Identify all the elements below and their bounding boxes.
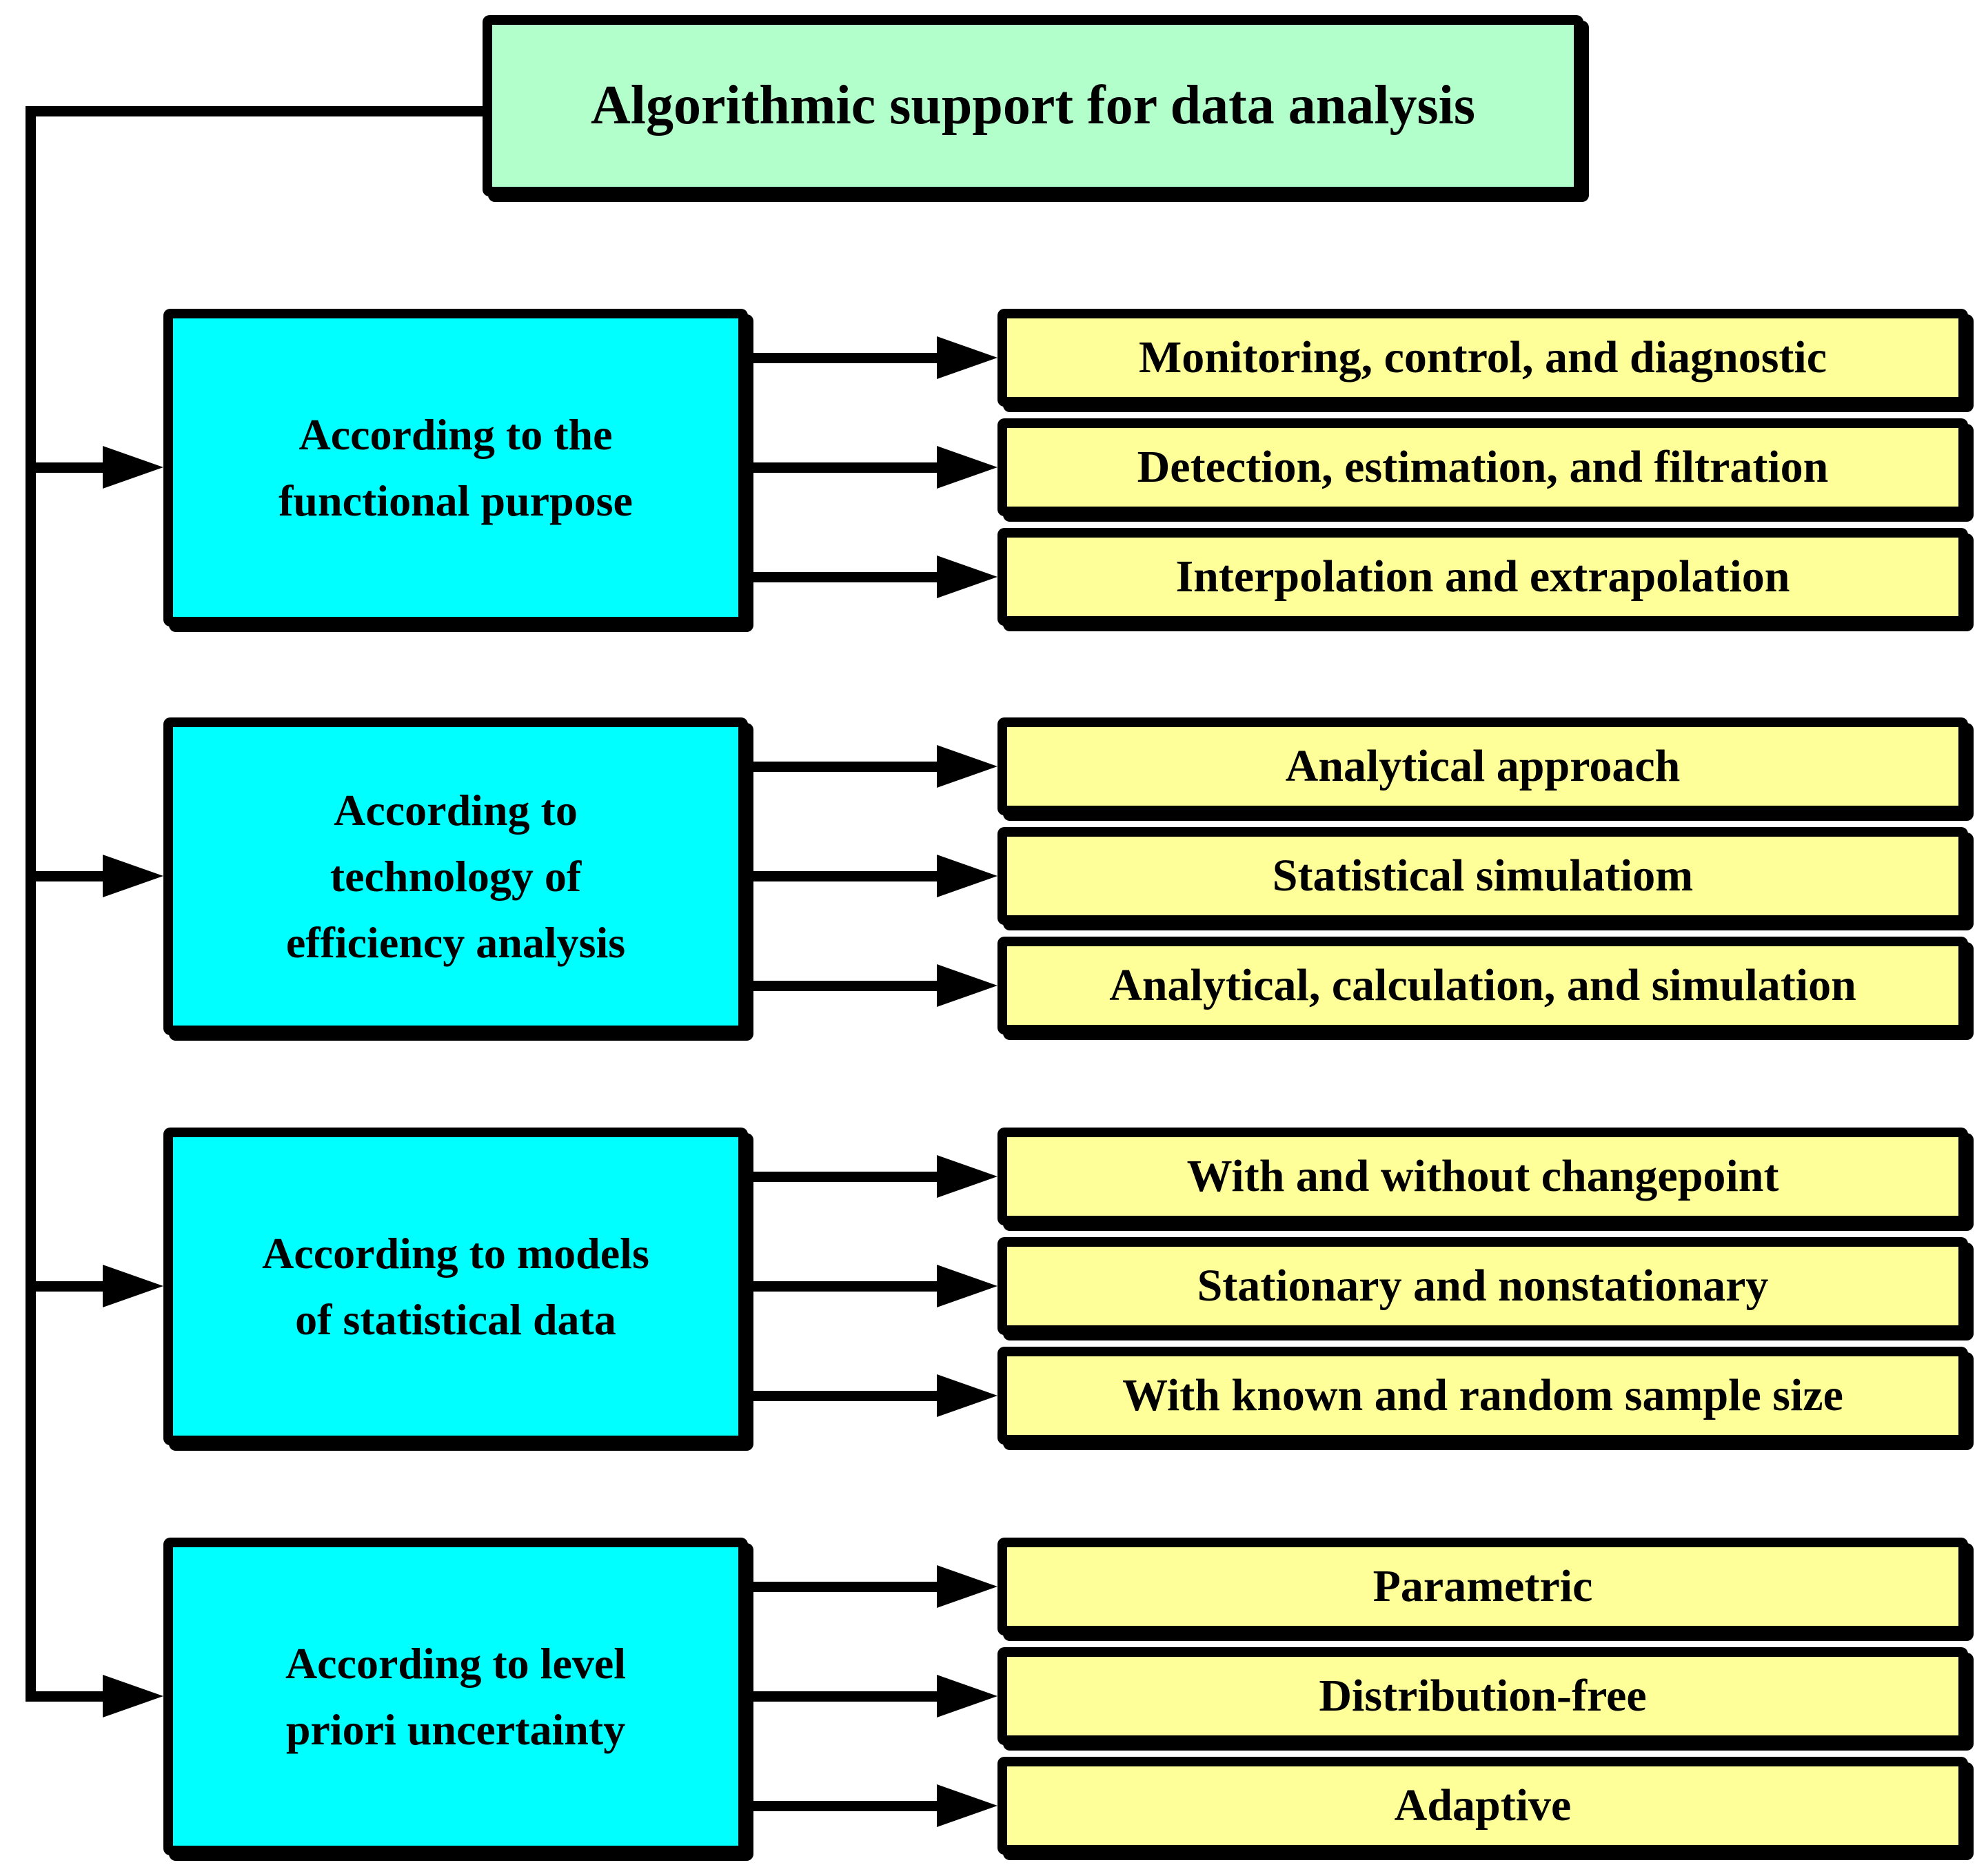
item-box-distribution-free: Distribution-free [997,1647,1968,1745]
item-line-1-3 [748,572,958,582]
item-label: Parametric [1372,1561,1593,1611]
item-label: Stationary and nonstationary [1197,1261,1769,1311]
item-label: With known and random sample size [1122,1370,1843,1420]
item-label: Distribution-free [1319,1671,1647,1721]
category-box-priori-uncertainty-level: According to level priori uncertainty [163,1538,748,1855]
diagram-title-box: Algorithmic support for data analysis [483,15,1583,196]
branch-arrowhead-4 [103,1675,163,1717]
item-arrowhead-4-3 [937,1784,997,1827]
item-line-1-1 [748,353,958,363]
item-box-adaptive: Adaptive [997,1757,1968,1855]
branch-line-3 [26,1281,124,1292]
item-arrowhead-4-1 [937,1565,997,1608]
category-label: According to technology of efficiency an… [285,785,626,967]
item-box-analytical-approach: Analytical approach [997,717,1968,815]
item-line-2-3 [748,981,958,991]
branch-arrowhead-3 [103,1265,163,1307]
item-line-4-2 [748,1691,958,1702]
item-box-known-random-sample-size: With known and random sample size [997,1347,1968,1445]
item-box-with-without-changepoint: With and without changepoint [997,1128,1968,1225]
item-line-4-3 [748,1801,958,1811]
branch-line-2 [26,871,124,881]
item-label: Analytical, calculation, and simulation [1109,960,1856,1010]
item-line-1-2 [748,462,958,473]
item-arrowhead-3-1 [937,1155,997,1198]
item-line-3-1 [748,1172,958,1182]
branch-line-1 [26,462,124,473]
category-label: According to models of statistical data [262,1228,649,1344]
item-line-3-3 [748,1391,958,1401]
item-label: Analytical approach [1285,741,1681,791]
item-arrowhead-1-1 [937,336,997,379]
item-arrowhead-1-2 [937,446,997,489]
item-box-parametric: Parametric [997,1538,1968,1635]
item-arrowhead-4-2 [937,1675,997,1717]
category-box-functional-purpose: According to the functional purpose [163,309,748,626]
item-label: Monitoring, control, and diagnostic [1138,332,1827,383]
spine-line [26,106,36,1702]
item-line-2-1 [748,762,958,772]
item-label: Detection, estimation, and filtration [1137,442,1829,492]
item-box-analytical-calculation-simulation: Analytical, calculation, and simulation [997,937,1968,1034]
item-box-monitoring-control-diagnostic: Monitoring, control, and diagnostic [997,309,1968,407]
item-line-2-2 [748,871,958,881]
item-box-statistical-simulation: Statistical simulatiom [997,827,1968,925]
diagram-title-label: Algorithmic support for data analysis [590,75,1476,136]
item-arrowhead-2-2 [937,855,997,897]
item-arrowhead-1-3 [937,555,997,598]
item-box-interpolation-extrapolation: Interpolation and extrapolation [997,528,1968,626]
item-arrowhead-2-3 [937,964,997,1007]
item-label: With and without changepoint [1186,1151,1779,1201]
item-label: Statistical simulatiom [1272,850,1694,901]
item-arrowhead-3-2 [937,1265,997,1307]
category-label: According to the functional purpose [278,409,633,525]
item-arrowhead-2-1 [937,745,997,788]
item-label: Adaptive [1394,1780,1572,1831]
title-connector-line [26,106,483,116]
category-box-statistical-data-models: According to models of statistical data [163,1128,748,1445]
branch-arrowhead-1 [103,446,163,489]
item-line-4-1 [748,1582,958,1592]
category-label: According to level priori uncertainty [285,1638,627,1754]
category-box-efficiency-analysis-technology: According to technology of efficiency an… [163,717,748,1035]
branch-line-4 [26,1691,124,1702]
item-line-3-2 [748,1281,958,1292]
branch-arrowhead-2 [103,855,163,897]
item-box-detection-estimation-filtration: Detection, estimation, and filtration [997,418,1968,516]
item-box-stationary-nonstationary: Stationary and nonstationary [997,1237,1968,1335]
item-arrowhead-3-3 [937,1374,997,1417]
item-label: Interpolation and extrapolation [1175,551,1790,602]
